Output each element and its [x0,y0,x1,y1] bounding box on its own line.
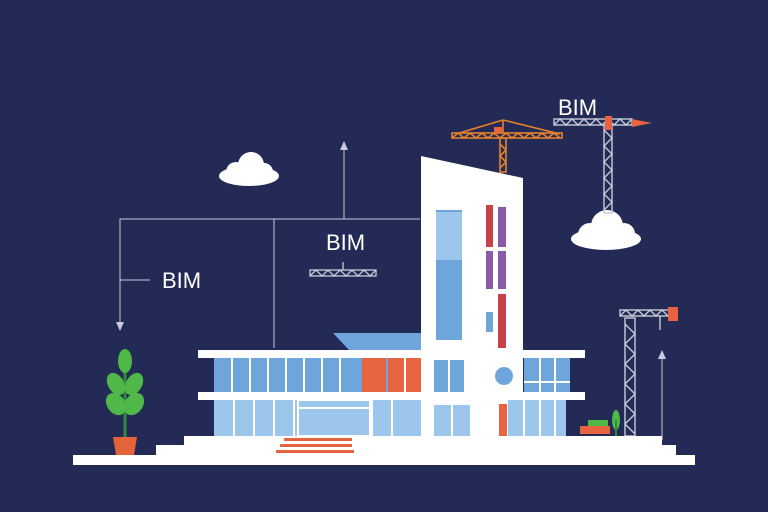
tower-accent [499,404,507,436]
plant-icon [612,410,620,436]
bim-label-center: BIM [326,230,365,255]
glass-mullions [524,358,570,392]
bim-label-left: BIM [162,268,201,293]
tower-window [436,212,462,260]
glass-mullions [523,400,556,436]
bim-label-top-right: BIM [558,95,597,120]
accent-panel [362,358,386,392]
tower-accent [498,251,506,289]
truss-icon [309,262,377,277]
crane-cab [668,307,678,321]
cloud-icon [219,152,279,186]
dimension-lines [119,146,663,440]
arrow-up-icon [658,350,666,359]
entrance-frame [297,399,371,437]
plinth-step [184,436,662,445]
crane-icon [451,119,563,173]
arrow-up-icon [340,141,348,150]
tower-accent [486,205,493,247]
right-wing-glass [508,400,566,436]
plant-pot [113,437,137,455]
crane-cab [605,116,612,130]
roof-canopy [333,333,426,351]
tower-accent [486,251,493,289]
cloud-icon [571,210,641,250]
round-window [495,367,513,385]
tower-accent [498,294,506,348]
glass-mullions [231,358,341,392]
crane-icon [553,118,633,214]
crane-cab [494,127,502,133]
crane-flag [632,119,652,127]
glass-band-lower [214,400,424,436]
floor-slab-mid [198,392,585,400]
plinth [156,445,676,455]
entrance-steps [276,438,354,453]
right-wing-glass [524,358,570,392]
floor-slab-top [198,350,585,358]
glass-mullions [233,400,393,436]
ground-slab [73,455,695,465]
tower-accent [498,207,506,247]
arrow-down-icon [116,322,124,331]
tower-window-small [486,312,493,332]
bench-icon [580,420,610,434]
plant-icon [105,349,145,455]
